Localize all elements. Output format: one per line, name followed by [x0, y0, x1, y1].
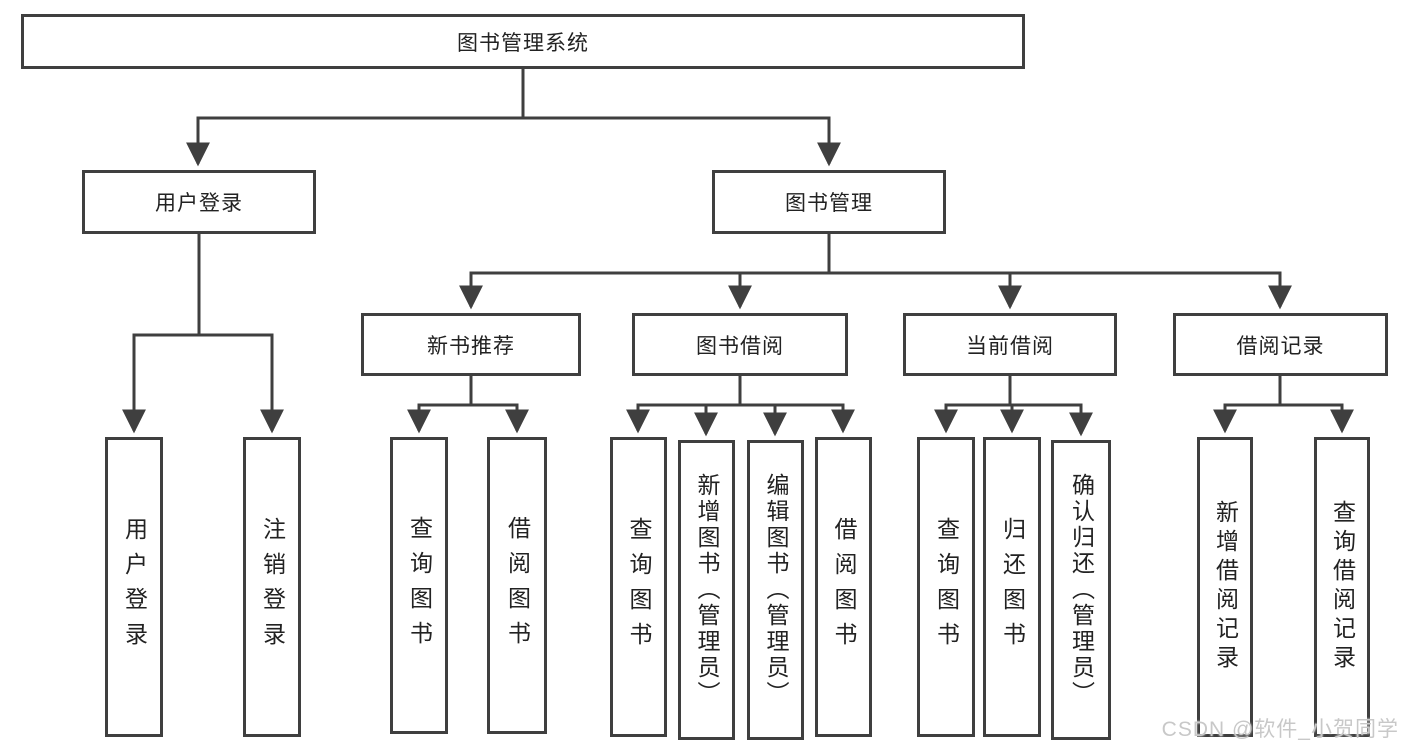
node-current-borrowing: 当前借阅 — [903, 313, 1117, 376]
leaf-return-books: 归还图书 — [983, 437, 1041, 737]
node-user-login: 用户登录 — [82, 170, 316, 234]
leaf-borrow-books: 借阅图书 — [815, 437, 872, 737]
node-book-management: 图书管理 — [712, 170, 946, 234]
leaf-borrow-books-recommend: 借阅图书 — [487, 437, 547, 734]
leaf-logout: 注销登录 — [243, 437, 301, 737]
node-borrowing-records: 借阅记录 — [1173, 313, 1388, 376]
leaf-user-login: 用户登录 — [105, 437, 163, 737]
leaf-add-borrow-record: 新增借阅记录 — [1197, 437, 1253, 737]
node-book-borrowing: 图书借阅 — [632, 313, 848, 376]
leaf-query-borrow-record: 查询借阅记录 — [1314, 437, 1370, 737]
csdn-watermark: CSDN @软件_小贺同学 — [1161, 718, 1399, 741]
leaf-add-books-admin: 新增图书（管理员） — [678, 440, 735, 740]
leaf-query-books-recommend: 查询图书 — [390, 437, 448, 734]
leaf-edit-books-admin: 编辑图书（管理员） — [747, 440, 804, 740]
leaf-query-books-current: 查询图书 — [917, 437, 975, 737]
node-new-book-recommend: 新书推荐 — [361, 313, 581, 376]
node-root-system: 图书管理系统 — [21, 14, 1025, 69]
leaf-confirm-return-admin: 确认归还（管理员） — [1051, 440, 1111, 740]
leaf-query-books-borrowing: 查询图书 — [610, 437, 667, 737]
